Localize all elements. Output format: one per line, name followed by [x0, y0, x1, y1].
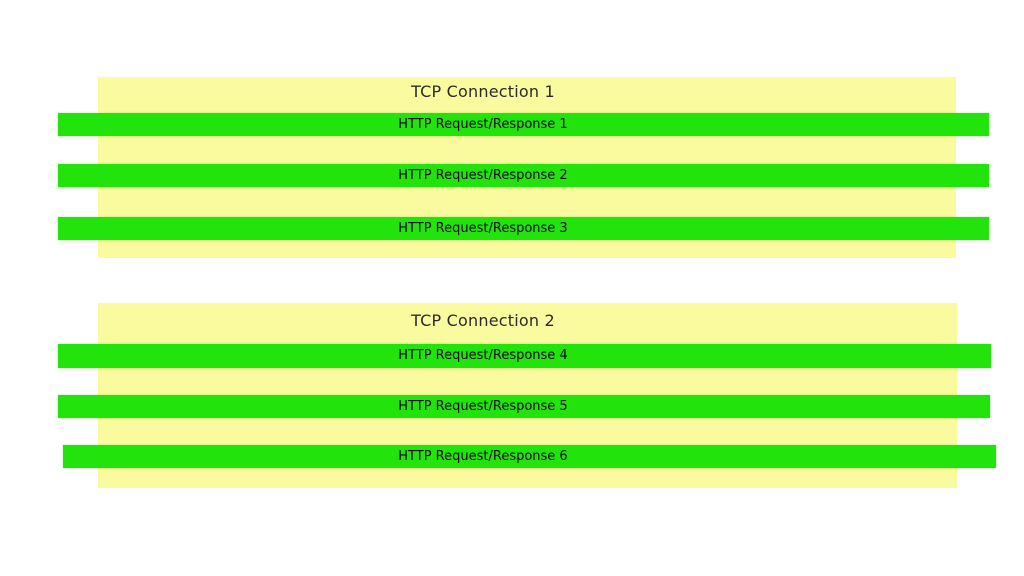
http-request-response-bar-5-label: HTTP Request/Response 5	[398, 399, 568, 414]
http-request-response-bar-1-label: HTTP Request/Response 1	[398, 117, 568, 132]
tcp-connection-2-title: TCP Connection 2	[411, 311, 555, 330]
http-request-response-bar-5: HTTP Request/Response 5	[58, 395, 990, 418]
http-request-response-bar-4-label: HTTP Request/Response 4	[398, 348, 568, 363]
http-request-response-bar-2: HTTP Request/Response 2	[58, 164, 989, 187]
http-request-response-bar-3: HTTP Request/Response 3	[58, 217, 989, 240]
http-request-response-bar-3-label: HTTP Request/Response 3	[398, 221, 568, 236]
http-request-response-bar-6: HTTP Request/Response 6	[63, 445, 996, 468]
http-request-response-bar-4: HTTP Request/Response 4	[58, 344, 991, 368]
tcp-connection-1-title: TCP Connection 1	[411, 82, 555, 101]
http-request-response-bar-6-label: HTTP Request/Response 6	[398, 449, 568, 464]
http-request-response-bar-2-label: HTTP Request/Response 2	[398, 168, 568, 183]
http-request-response-bar-1: HTTP Request/Response 1	[58, 113, 989, 136]
